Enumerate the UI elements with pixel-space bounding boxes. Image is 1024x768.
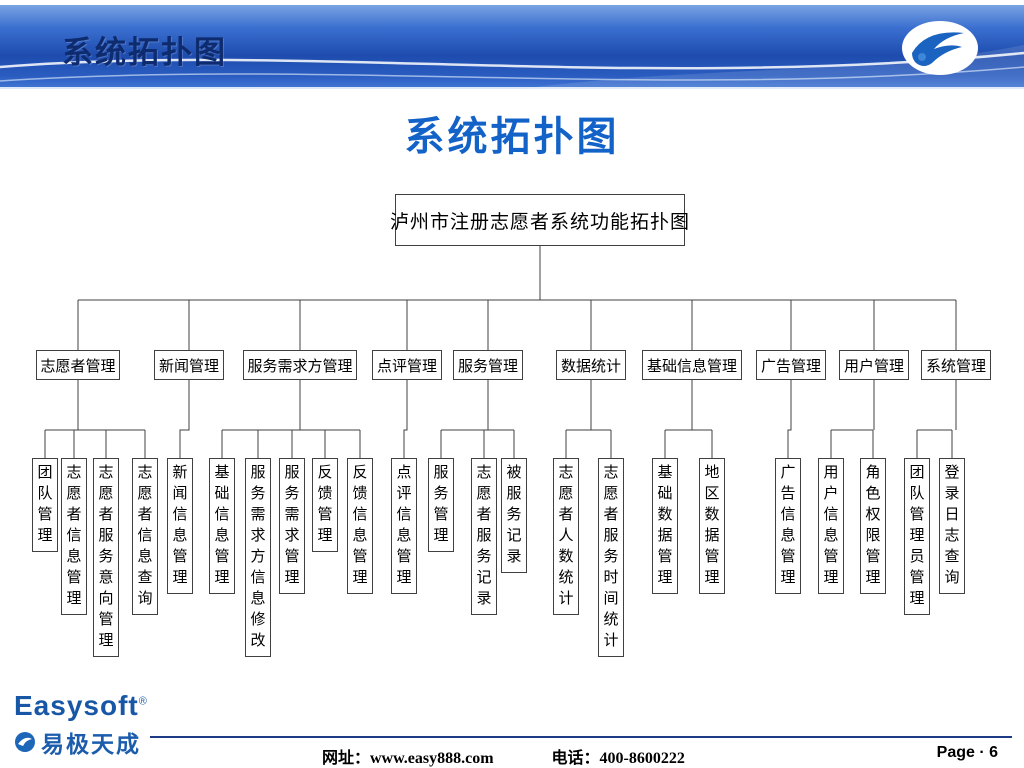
footer-divider [150, 736, 1012, 738]
banner-title: 系统拓扑图 [62, 35, 227, 70]
node-role-permission-mgmt: 角色权限管理 [860, 458, 886, 594]
node-review-mgmt: 点评管理 [372, 350, 442, 380]
footer-contact: 网址：www.easy888.com 电话：400-8600222 [322, 744, 685, 768]
node-region-data-mgmt: 地区数据管理 [699, 458, 725, 594]
node-team-mgmt: 团队管理 [32, 458, 58, 552]
node-service-demander-mgmt: 服务需求方管理 [243, 350, 357, 380]
node-data-stats: 数据统计 [556, 350, 626, 380]
node-ad-info-mgmt: 广告信息管理 [775, 458, 801, 594]
brand-chinese-row: 易极天成 [14, 725, 141, 759]
registered-mark: ® [138, 695, 148, 708]
node-login-log-query: 登录日志查询 [939, 458, 965, 594]
node-volunteer-service-record: 志愿者服务记录 [471, 458, 497, 615]
node-volunteer-info-query: 志愿者信息查询 [132, 458, 158, 615]
easysoft-logo-icon [902, 21, 978, 75]
brand-text: Easysoft [14, 690, 139, 721]
node-served-record: 被服务记录 [501, 458, 527, 573]
node-ad-mgmt: 广告管理 [756, 350, 826, 380]
easysoft-badge-icon [15, 732, 35, 752]
node-service-demander-info-modify: 服务需求方信息修改 [245, 458, 271, 657]
page-number: Page · 6 [936, 744, 998, 761]
node-service-demand-mgmt: 服务需求管理 [279, 458, 305, 594]
node-basic-info-mgmt-sub: 基础信息管理 [209, 458, 235, 594]
banner-swoosh-decoration [0, 45, 1024, 89]
node-volunteer-count-stats: 志愿者人数统计 [553, 458, 579, 615]
slide-title: 系统拓扑图 [404, 115, 620, 159]
website-label: 网址：www.easy888.com [322, 750, 494, 767]
node-basic-info-mgmt: 基础信息管理 [642, 350, 742, 380]
node-volunteer-service-time-stats: 志愿者服务时间统计 [598, 458, 624, 657]
node-review-info-mgmt: 点评信息管理 [391, 458, 417, 594]
node-basic-data-mgmt: 基础数据管理 [652, 458, 678, 594]
easysoft-wordmark: Easysoft® [14, 690, 148, 722]
node-service-mgmt: 服务管理 [453, 350, 523, 380]
node-service-mgmt-sub: 服务管理 [428, 458, 454, 552]
phone-label: 电话：400-8600222 [551, 750, 685, 767]
brand-chinese-name: 易极天成 [41, 731, 141, 757]
node-team-admin-mgmt: 团队管理员管理 [904, 458, 930, 615]
node-root: 泸州市注册志愿者系统功能拓扑图 [390, 194, 689, 246]
node-news-info-mgmt: 新闻信息管理 [167, 458, 193, 594]
node-user-info-mgmt: 用户信息管理 [818, 458, 844, 594]
node-feedback-info-mgmt: 反馈信息管理 [347, 458, 373, 594]
node-system-mgmt: 系统管理 [921, 350, 991, 380]
node-volunteer-info-mgmt: 志愿者信息管理 [61, 458, 87, 615]
node-volunteer-service-intention: 志愿者服务意向管理 [93, 458, 119, 657]
node-volunteer-mgmt: 志愿者管理 [36, 350, 120, 380]
header-banner: 系统拓扑图 [0, 5, 1024, 89]
node-feedback-mgmt: 反馈管理 [312, 458, 338, 552]
node-news-mgmt: 新闻管理 [154, 350, 224, 380]
node-user-mgmt: 用户管理 [839, 350, 909, 380]
